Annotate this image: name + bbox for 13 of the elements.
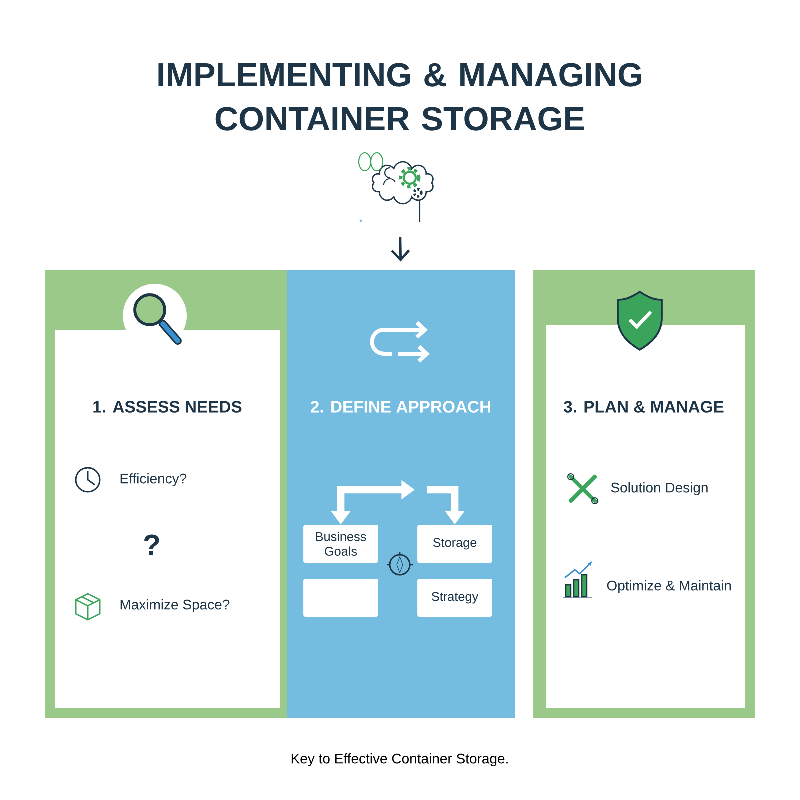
item-label: Efficiency? xyxy=(120,473,187,487)
item-label: Solution Design xyxy=(611,482,708,496)
item-label: Maximize Space? xyxy=(120,599,230,613)
item-label: Optimize & Maintain xyxy=(607,580,732,594)
empty-box xyxy=(304,579,378,617)
text-box: Business Goals xyxy=(304,525,378,563)
title: IMPLEMENTING & MANAGING CONTAINER STORAGE xyxy=(158,63,642,131)
text-box: Strategy xyxy=(418,579,492,617)
question-mark: ? xyxy=(144,534,160,556)
brain-icon xyxy=(358,152,434,223)
caption: Key to Effective Container Storage. xyxy=(292,753,508,767)
text-box: Storage xyxy=(418,525,492,563)
arrow xyxy=(391,237,410,262)
